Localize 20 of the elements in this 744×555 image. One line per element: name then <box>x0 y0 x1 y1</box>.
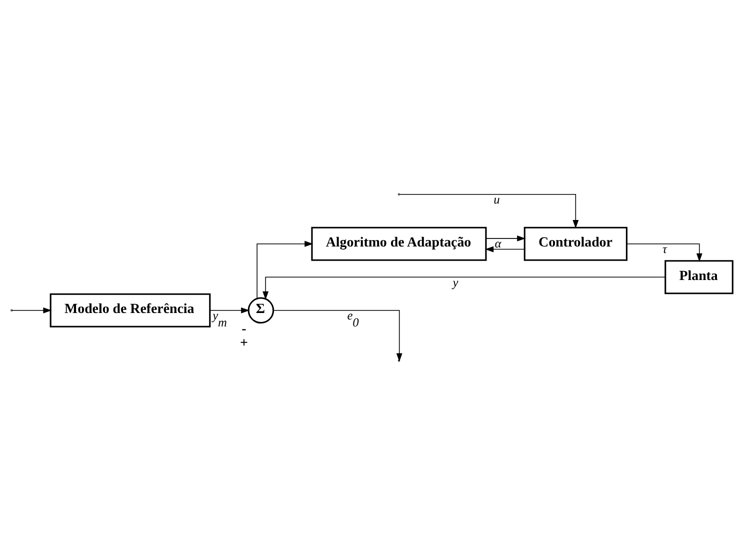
edge-label: u <box>494 192 500 206</box>
arrow <box>626 243 702 262</box>
node-box: Algoritmo de Adaptação <box>311 226 487 261</box>
node-box: Controlador <box>524 226 628 261</box>
arrow <box>12 307 52 314</box>
edge-label: α <box>494 236 502 251</box>
arrow <box>485 246 525 252</box>
node-label: - <box>242 322 246 338</box>
arrow <box>486 235 526 242</box>
edge-label: y <box>452 275 458 290</box>
arrow <box>399 194 579 229</box>
arrow <box>210 307 250 314</box>
node-box: Modelo de Referência <box>50 293 211 328</box>
arrow <box>262 276 666 300</box>
arrow <box>256 240 314 299</box>
node-label: + <box>240 336 248 352</box>
edge-label: τ <box>662 242 667 256</box>
arrow <box>273 310 402 362</box>
node-circle: Σ <box>248 297 274 324</box>
node-box: Planta <box>664 260 734 294</box>
